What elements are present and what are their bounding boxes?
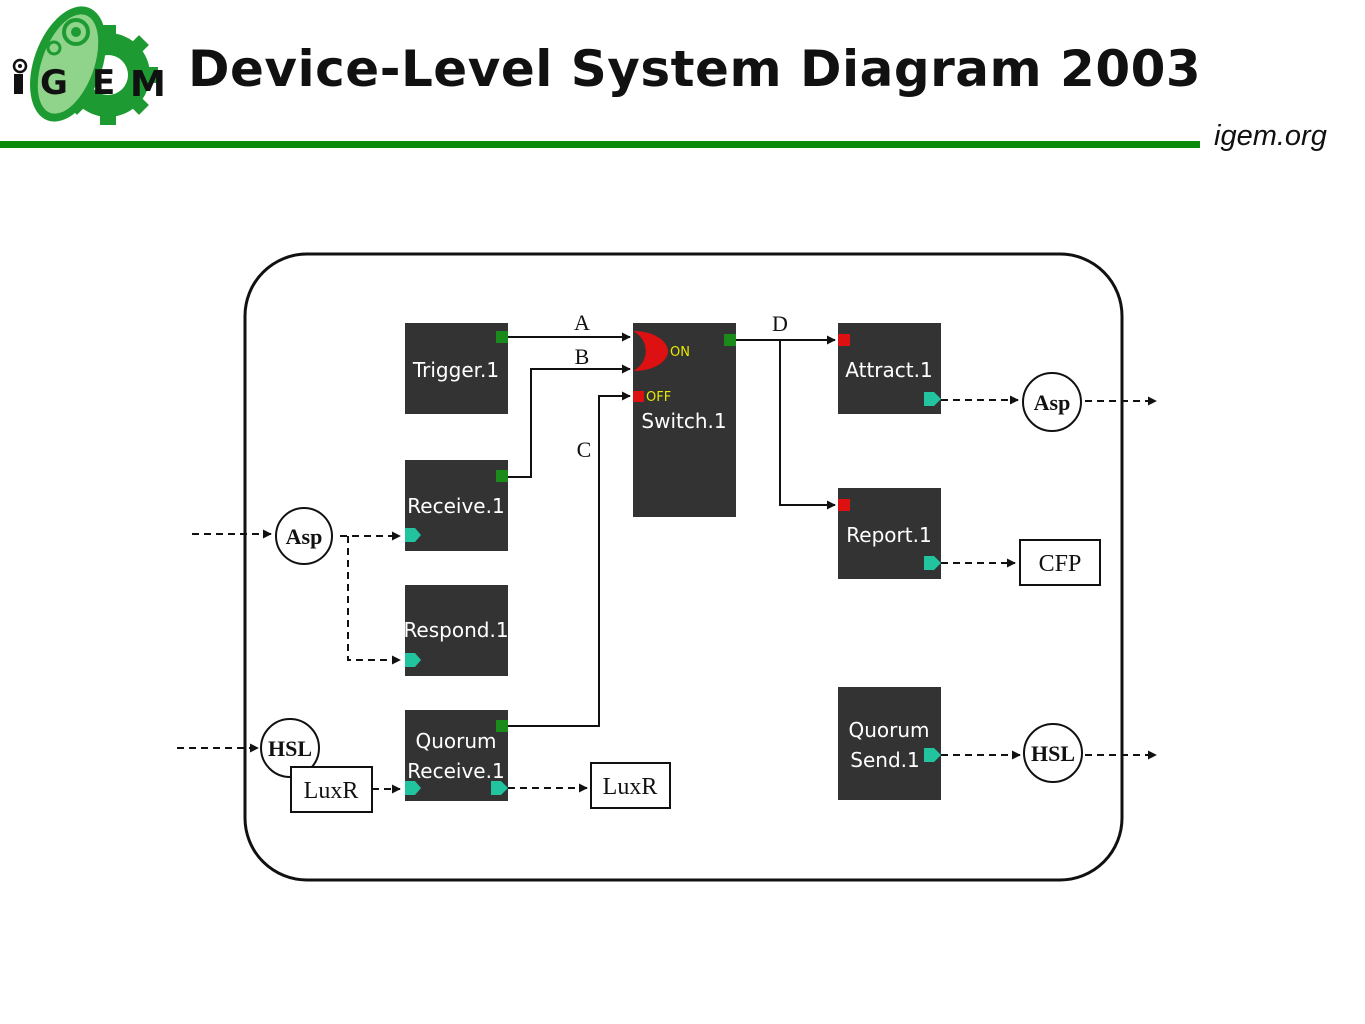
signal-hsl-out: HSL xyxy=(1023,723,1083,783)
signal-output-port xyxy=(924,748,941,762)
cell-boundary xyxy=(243,252,1124,882)
block-quorum-receive: Quorum Receive.1 xyxy=(405,710,508,801)
wire-b xyxy=(508,364,631,478)
wire-d xyxy=(736,335,836,510)
block-label: Receive.1 xyxy=(407,494,504,518)
block-label: Trigger.1 xyxy=(412,358,499,382)
block-label: Attract.1 xyxy=(845,358,932,382)
signal-output-port xyxy=(491,781,508,795)
block-label-line1: Quorum xyxy=(415,729,496,753)
svg-text:G: G xyxy=(40,63,68,103)
header-rule xyxy=(0,141,1200,148)
svg-text:LuxR: LuxR xyxy=(304,778,359,804)
output-port xyxy=(496,470,508,482)
page-title: Device-Level System Diagram 2003 xyxy=(188,40,1202,98)
input-port xyxy=(838,499,850,511)
box-luxr-in: LuxR xyxy=(290,766,373,813)
svg-text:Asp: Asp xyxy=(1034,390,1071,415)
wire-label-b: B xyxy=(575,344,590,369)
block-respond: Respond.1 xyxy=(403,585,509,676)
output-port xyxy=(496,331,508,343)
switch-off-label: OFF xyxy=(646,390,671,405)
cell-icon xyxy=(30,6,106,122)
switch-mark xyxy=(633,331,668,371)
output-port xyxy=(724,334,736,346)
wire-label-a: A xyxy=(574,310,590,335)
signal-hsl-in: HSL xyxy=(260,718,320,778)
block-label-line2: Send.1 xyxy=(850,748,919,772)
svg-text:HSL: HSL xyxy=(268,736,312,761)
svg-text:Asp: Asp xyxy=(286,524,323,549)
input-port xyxy=(838,334,850,346)
block-switch: ON OFF Switch.1 xyxy=(633,323,736,517)
signal-input-port xyxy=(405,781,421,795)
signal-asp-in: Asp xyxy=(275,507,333,565)
switch-on-label: ON xyxy=(670,345,690,360)
wire-label-d: D xyxy=(772,311,788,336)
block-quorum-send: Quorum Send.1 xyxy=(838,687,941,800)
block-label: Respond.1 xyxy=(403,618,508,642)
site-url: igem.org xyxy=(1214,120,1327,152)
asp-to-respond-path xyxy=(347,536,401,665)
signal-input-port xyxy=(405,528,421,542)
wire-label-c: C xyxy=(577,437,592,462)
signal-output-port xyxy=(924,556,941,570)
block-label-line2: Receive.1 xyxy=(407,759,504,783)
block-label: Switch.1 xyxy=(641,409,726,433)
signal-input-port xyxy=(405,653,421,667)
signal-output-port xyxy=(924,392,941,406)
wire-c xyxy=(508,391,631,727)
svg-text:CFP: CFP xyxy=(1039,551,1082,577)
block-label: Report.1 xyxy=(846,523,931,547)
small-gear-icon xyxy=(12,58,28,74)
block-label-line1: Quorum xyxy=(848,718,929,742)
block-attract: Attract.1 xyxy=(838,323,941,414)
signal-asp-out: Asp xyxy=(1022,372,1082,432)
svg-text:M: M xyxy=(130,64,166,105)
igem-logo: G E M xyxy=(12,6,166,125)
block-trigger: Trigger.1 xyxy=(405,323,508,414)
off-input-port xyxy=(633,391,644,402)
block-receive: Receive.1 xyxy=(405,460,508,551)
svg-text:LuxR: LuxR xyxy=(603,774,658,800)
svg-text:HSL: HSL xyxy=(1031,741,1075,766)
box-cfp: CFP xyxy=(1019,539,1101,586)
block-report: Report.1 xyxy=(838,488,941,579)
svg-text:E: E xyxy=(92,63,115,103)
box-luxr-out: LuxR xyxy=(590,762,671,809)
output-port xyxy=(496,720,508,732)
